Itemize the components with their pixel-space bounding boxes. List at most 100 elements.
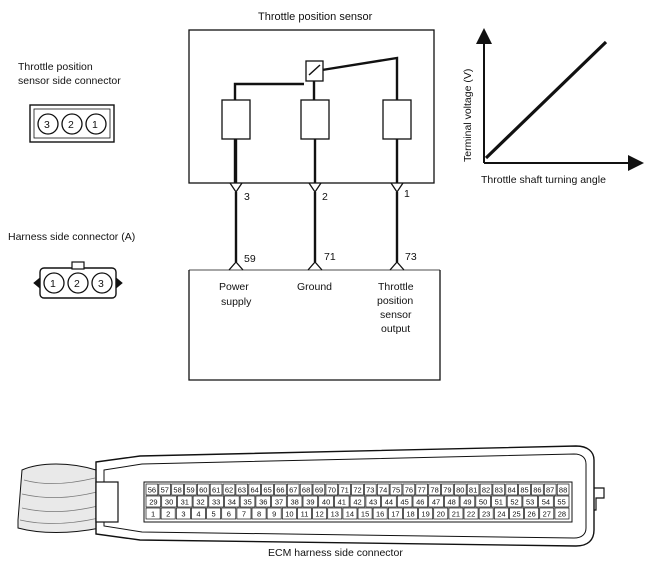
ecm-pin-cell (235, 483, 249, 496)
ecm-connector-label: ECM harness side connector (268, 547, 403, 559)
ecm-pin-label: 79 (443, 486, 451, 495)
ecm-pin-label: 65 (263, 486, 271, 495)
ecm-pin-label-59: 59 (244, 253, 256, 265)
terminal-59 (228, 261, 244, 271)
ecm-pin-cell (376, 483, 390, 496)
ecm-pin-cell (463, 507, 479, 520)
wiper-arrow (308, 64, 321, 76)
ecm-pin-label: 51 (495, 498, 503, 507)
ecm-pin-label: 85 (520, 486, 528, 495)
ecm-pin-label: 84 (508, 486, 516, 495)
ecm-pin-cell (428, 495, 444, 508)
ecm-pin-label: 50 (479, 498, 487, 507)
ecm-pin-cell (145, 507, 161, 520)
ecm-pin-cell (224, 495, 240, 508)
graph-xlabel: Throttle shaft turning angle (481, 174, 606, 186)
ecm-pin-cell (312, 507, 328, 520)
terminal-73 (389, 261, 405, 271)
ecm-pin-cell (209, 483, 223, 496)
ecm-pin-label: 12 (315, 510, 323, 519)
function-label-power: Power supply (219, 281, 252, 308)
ecm-pin-cell (274, 483, 287, 496)
harness-connector-pin-3: 3 (98, 278, 104, 290)
ecm-pin-cell (318, 495, 334, 508)
ecm-pin-label: 24 (497, 510, 505, 519)
ecm-pin-cell (554, 507, 570, 520)
ecm-pin-cell (351, 483, 364, 496)
ecm-pin-cell (454, 483, 467, 496)
harness-connector-pin-2: 2 (74, 278, 80, 290)
ecm-pin-cell (412, 495, 429, 508)
ecm-pin-cell (441, 483, 454, 496)
ecm-pin-cell (543, 483, 557, 496)
ecm-pin-label: 18 (406, 510, 414, 519)
ecm-pin-cell (522, 495, 538, 508)
ecm-pin-label: 70 (328, 486, 336, 495)
sensor-title: Throttle position sensor (258, 11, 373, 23)
ecm-pin-cell (145, 483, 159, 496)
ecm-pin-cell (428, 483, 441, 496)
ecm-pin-label: 29 (149, 498, 157, 507)
ecm-pin-label: 60 (199, 486, 207, 495)
ecm-pin-cell (396, 495, 413, 508)
ecm-pin-cell (415, 483, 428, 496)
ecm-pin-cell (553, 495, 570, 508)
ecm-pin-cell (158, 483, 171, 496)
sensor-side-connector (29, 104, 115, 143)
ecm-pin-cell (325, 483, 339, 496)
ecm-pin-label: 21 (452, 510, 460, 519)
function-label-output: Throttle position sensor output (377, 281, 417, 335)
chevron-pin-2 (308, 182, 322, 194)
ecm-pin-cell (531, 483, 544, 496)
sensor-connector-label-line1: Throttle position (18, 61, 93, 73)
ecm-pin-cell (505, 483, 518, 496)
ecm-pin-cell (342, 507, 358, 520)
ecm-pin-label: 37 (275, 498, 283, 507)
ecm-pin-cell (255, 495, 271, 508)
ecm-pin-cell (297, 507, 312, 520)
ecm-pin-label: 62 (225, 486, 233, 495)
ecm-pin-label: 47 (432, 498, 440, 507)
ecm-pin-cell (357, 507, 373, 520)
ecm-pin-cell (327, 507, 343, 520)
ecm-pin-label-73: 73 (405, 251, 417, 263)
ecm-pin-label: 32 (196, 498, 204, 507)
ecm-pin-label: 25 (512, 510, 520, 519)
ecm-pin-label: 13 (331, 510, 339, 519)
ecm-pin-label: 16 (376, 510, 384, 519)
ecm-pin-cell (524, 507, 540, 520)
ecm-pin-label: 36 (259, 498, 267, 507)
ecm-pin-cell (433, 507, 449, 520)
harness-connector-pin-1: 1 (50, 278, 56, 290)
ecm-pin-cell (365, 495, 381, 508)
ecm-pin-label: 2 (166, 510, 170, 519)
graph-ylabel: Terminal voltage (V) (462, 69, 474, 162)
ecm-pin-label-71: 71 (324, 251, 336, 263)
sensor-box (188, 29, 435, 184)
ecm-pin-cell (251, 507, 267, 520)
ecm-pin-label: 19 (421, 510, 429, 519)
ecm-pin-cell (281, 507, 297, 520)
ecm-pin-label: 58 (173, 486, 181, 495)
ecm-pin-cell (364, 483, 377, 496)
ecm-pin-cell (286, 495, 303, 508)
ecm-pin-label: 4 (196, 510, 200, 519)
ecm-pin-cell (556, 483, 570, 496)
ecm-pin-label: 44 (385, 498, 393, 507)
sensor-connector-pin-1: 1 (92, 119, 98, 131)
ecm-pin-label: 52 (510, 498, 518, 507)
ecm-pin-label: 71 (341, 486, 349, 495)
ecm-pin-cell (402, 483, 416, 496)
sensor-pin-label-1: 1 (404, 188, 410, 200)
ecm-pin-label: 33 (212, 498, 220, 507)
ecm-pin-cell (479, 483, 493, 496)
ecm-pin-label: 54 (542, 498, 550, 507)
ecm-pin-label: 10 (285, 510, 293, 519)
ecm-pin-label: 87 (546, 486, 554, 495)
sensor-connector-pin-2: 2 (68, 119, 74, 131)
ecm-pin-cell (206, 507, 222, 520)
ecm-pin-label: 43 (369, 498, 377, 507)
ecm-pin-label: 74 (379, 486, 387, 495)
ecm-pin-cell (221, 507, 237, 520)
ecm-pin-label: 69 (315, 486, 323, 495)
